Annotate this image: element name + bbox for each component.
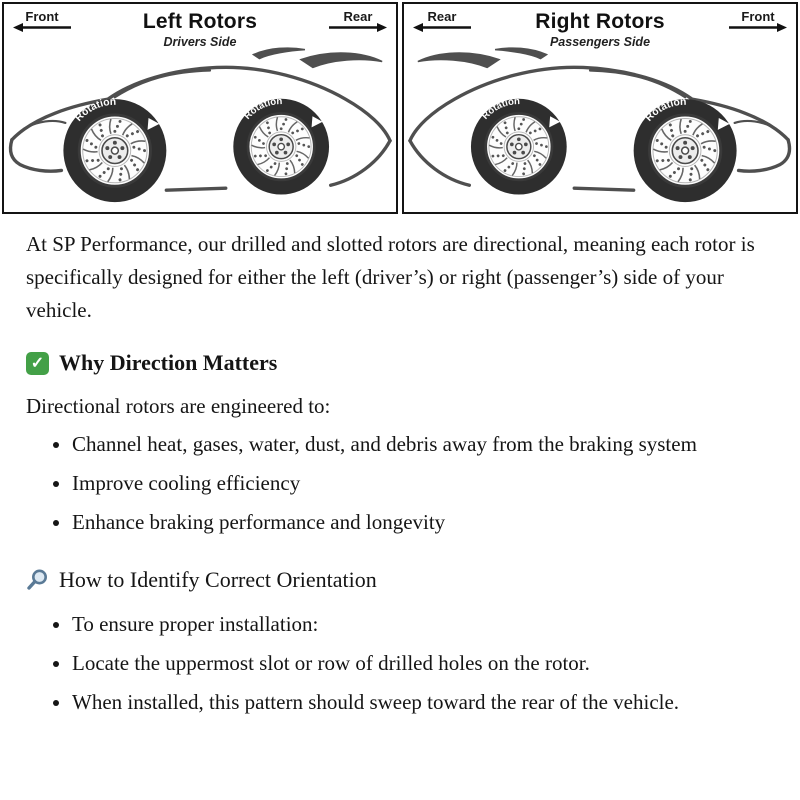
arrow-right-icon — [729, 23, 787, 32]
list-item: Channel heat, gases, water, dust, and de… — [72, 429, 774, 461]
orientation-list: To ensure proper installation: Locate th… — [26, 609, 774, 719]
list-item: Locate the uppermost slot or row of dril… — [72, 648, 774, 680]
section-heading-identify-orientation: How to Identify Correct Orientation — [26, 567, 774, 593]
arrow-left-icon — [413, 23, 471, 32]
front-direction-label: Front — [11, 9, 73, 32]
right-panel-labels: Rear Right Rotors Passengers Side Front — [404, 4, 796, 49]
front-direction-label: Front — [727, 9, 789, 32]
diagram-panel-right: Rear Right Rotors Passengers Side Front — [402, 2, 798, 214]
arrow-left-icon — [13, 23, 71, 32]
right-car-illustration — [408, 46, 792, 212]
left-car-illustration — [8, 46, 392, 212]
heading-text: How to Identify Correct Orientation — [59, 566, 377, 592]
list-item: When installed, this pattern should swee… — [72, 687, 774, 719]
left-panel-labels: Front Left Rotors Drivers Side Rear — [4, 4, 396, 49]
panel-title: Right Rotors — [535, 10, 665, 33]
rear-direction-label: Rear — [327, 9, 389, 32]
panel-title: Left Rotors — [142, 10, 258, 33]
panel-subtitle: Passengers Side — [549, 35, 651, 49]
panel-subtitle: Drivers Side — [163, 35, 237, 49]
magnifier-icon — [27, 569, 47, 591]
intro-paragraph: At SP Performance, our drilled and slott… — [26, 232, 755, 322]
list-item: To ensure proper installation: — [72, 609, 774, 641]
diagram-panel-left: Front Left Rotors Drivers Side Rear — [2, 2, 398, 214]
benefits-list: Channel heat, gases, water, dust, and de… — [26, 429, 774, 539]
left-panel-title-block: Left Rotors Drivers Side — [143, 10, 257, 49]
list-item: Improve cooling efficiency — [72, 468, 774, 500]
engineered-lead: Directional rotors are engineered to: — [26, 394, 331, 419]
article-body: At SP Performance, our drilled and slott… — [0, 214, 800, 719]
arrow-right-icon — [328, 23, 387, 32]
heading-text: Why Direction Matters — [59, 350, 278, 376]
section-heading-direction-matters: ✓ Why Direction Matters — [26, 350, 774, 376]
rotor-orientation-diagram: Front Left Rotors Drivers Side Rear — [0, 0, 800, 214]
list-item: Enhance braking performance and longevit… — [72, 507, 774, 539]
right-panel-title-block: Right Rotors Passengers Side — [535, 10, 665, 49]
rear-direction-label: Rear — [411, 9, 473, 32]
check-icon: ✓ — [26, 351, 49, 375]
